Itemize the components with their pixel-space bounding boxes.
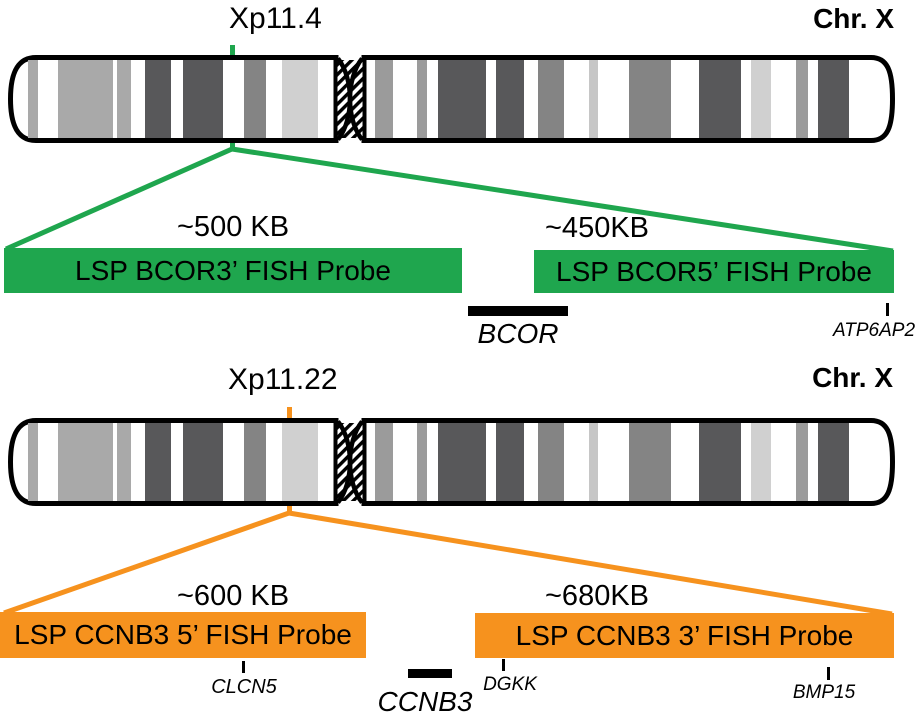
ideogram-band (751, 423, 771, 501)
ideogram-band (438, 423, 486, 501)
ideogram-band (282, 423, 318, 501)
chromosome-x-ideogram-bottom (7, 418, 896, 506)
ideogram-band (145, 423, 171, 501)
chromosome-x-ideogram-top (7, 55, 896, 143)
centromere-pinch-right (347, 57, 364, 141)
ideogram-band (589, 60, 598, 138)
ideogram-band (28, 423, 38, 501)
ideogram-band (629, 423, 671, 501)
probe-size-bcor5: ~450KB (545, 212, 650, 244)
ideogram-band (818, 423, 849, 501)
bcor5-fish-probe-label: LSP BCOR5’ FISH Probe (556, 255, 872, 287)
probe-size-bcor3: ~500 KB (177, 211, 290, 243)
ideogram-band (417, 60, 427, 138)
ideogram-band (751, 60, 771, 138)
chromosome-bands (28, 60, 849, 138)
ideogram-band (375, 423, 393, 501)
ideogram-band (244, 60, 266, 138)
ideogram-band (417, 423, 427, 501)
ideogram-band (496, 423, 524, 501)
ccnb3-gene-bar (408, 669, 452, 678)
dgkk-gene-label: DGKK (483, 674, 537, 695)
bcor-gene-label: BCOR (477, 318, 559, 349)
cytoband-label-xp11-4: Xp11.4 (229, 2, 322, 35)
ideogram-band (145, 60, 171, 138)
bmp15-tick (827, 667, 830, 680)
bcor3-fish-probe-label: LSP BCOR3’ FISH Probe (75, 254, 391, 286)
ccnb3-3-fish-probe-box: LSP CCNB3 3’ FISH Probe (475, 613, 894, 658)
ideogram-band (183, 60, 223, 138)
ideogram-band (589, 423, 598, 501)
chromosome-title-bottom: Chr. X (812, 362, 893, 393)
ccnb3-3-fish-probe-label: LSP CCNB3 3’ FISH Probe (515, 619, 854, 651)
bcor5-fish-probe-box: LSP BCOR5’ FISH Probe (534, 250, 894, 293)
probe-size-ccnb3-3: ~680KB (545, 580, 650, 612)
atp6ap2-gene-label: ATP6AP2 (832, 320, 916, 341)
ideogram-band (183, 423, 223, 501)
ideogram-band (496, 60, 524, 138)
ideogram-band (699, 423, 741, 501)
atp6ap2-tick (886, 303, 889, 316)
ideogram-band (796, 60, 808, 138)
ideogram-band (538, 423, 564, 501)
ccnb3-5-fish-probe-label: LSP CCNB3 5’ FISH Probe (14, 619, 352, 650)
chromosome-title-top: Chr. X (813, 3, 894, 34)
ideogram-band (438, 60, 486, 138)
ideogram-band (58, 60, 113, 138)
chromosome-bands (28, 423, 849, 501)
ideogram-band (28, 60, 38, 138)
ideogram-band (538, 60, 564, 138)
ideogram-band (699, 60, 741, 138)
clcn5-tick (242, 661, 245, 673)
dgkk-tick (502, 659, 505, 671)
ideogram-band (244, 423, 266, 501)
ideogram-band (58, 423, 113, 501)
bmp15-gene-label: BMP15 (792, 682, 856, 703)
ideogram-band (629, 60, 671, 138)
ideogram-band (117, 60, 131, 138)
ideogram-band (796, 423, 808, 501)
ideogram-band (282, 60, 318, 138)
ideogram-band (117, 423, 131, 501)
bcor-gene-bar (468, 306, 568, 316)
ideogram-band (375, 60, 393, 138)
ccnb3-5-fish-probe-box: LSP CCNB3 5’ FISH Probe (0, 612, 366, 658)
ccnb3-gene-label: CCNB3 (377, 686, 473, 717)
cytoband-label-xp11-22: Xp11.22 (228, 363, 338, 396)
probe-size-ccnb3-5: ~600 KB (177, 580, 290, 612)
ideogram-band (818, 60, 849, 138)
clcn5-gene-label: CLCN5 (211, 676, 277, 698)
centromere-pinch-right (347, 420, 364, 504)
bcor3-fish-probe-box: LSP BCOR3’ FISH Probe (4, 248, 462, 293)
